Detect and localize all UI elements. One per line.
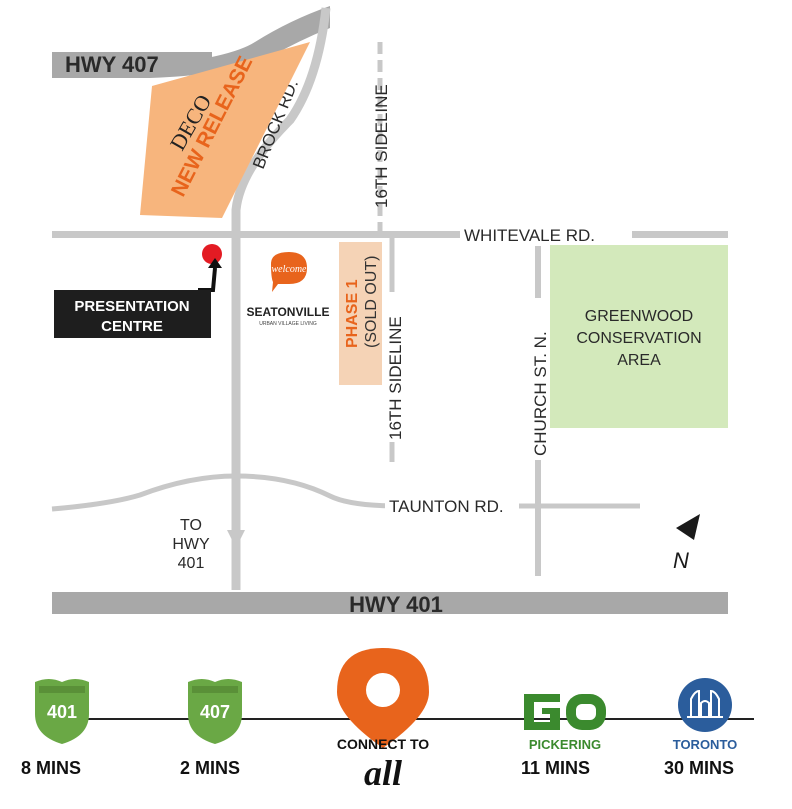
hwy-401-label: HWY 401	[349, 592, 443, 617]
connect-pin-icon	[333, 646, 433, 750]
hwy-401-shield-icon: 401	[31, 674, 93, 746]
svg-text:SEATONVILLE: SEATONVILLE	[247, 305, 330, 319]
phase-1-status: (SOLD OUT)	[363, 256, 380, 348]
hwy-401-time: 8 MINS	[21, 758, 82, 778]
hwy-401-shield-label: 401	[46, 702, 78, 722]
pickering-time: 11 MINS	[521, 758, 591, 778]
hwy-407-label: HWY 407	[65, 52, 159, 77]
hwy-407-shield-icon: 407	[184, 674, 246, 746]
to-hwy-401-line2: HWY	[172, 536, 210, 553]
phase-1-title: PHASE 1	[344, 279, 361, 348]
whitevale-rd-road	[52, 231, 728, 238]
connect-to-label: CONNECT TO	[336, 736, 430, 752]
connect-all-script: all	[363, 753, 402, 793]
greenwood-line1: GREENWOOD	[585, 308, 693, 325]
seatonville-logo: welcome SEATONVILLE URBAN VILLAGE LIVING	[247, 252, 330, 327]
north-arrow-icon	[676, 514, 700, 540]
pin-arrow-icon	[198, 267, 217, 292]
greenwood-conservation-area	[550, 245, 728, 428]
connectivity-bar: 401 8 MINS 407 2 MINS CONNECT TO all PIC…	[0, 640, 792, 809]
sideline-16-south-label: 16TH SIDELINE	[386, 316, 405, 440]
hwy-401-road	[52, 592, 728, 614]
to-hwy-401-arrow	[227, 530, 245, 548]
toronto-city-hall-icon	[677, 677, 733, 733]
brock-rd-road	[231, 7, 331, 590]
deco-parcel	[140, 42, 310, 218]
to-hwy-401-line1: TO	[180, 517, 202, 534]
church-st-label: CHURCH ST. N.	[531, 331, 550, 456]
pickering-label: PICKERING	[528, 737, 602, 752]
presentation-centre-line1: PRESENTATION	[74, 298, 189, 315]
toronto-time: 30 MINS	[664, 758, 735, 778]
go-transit-icon	[520, 690, 610, 734]
presentation-centre-pin-icon	[202, 244, 222, 264]
taunton-rd-road	[51, 473, 640, 512]
presentation-centre-box	[54, 290, 211, 338]
taunton-rd-label: TAUNTON RD.	[389, 497, 504, 516]
greenwood-line2: CONSERVATION	[576, 330, 701, 347]
to-hwy-401-line3: 401	[178, 555, 205, 572]
svg-text:welcome: welcome	[272, 264, 308, 275]
north-label: N	[673, 548, 689, 573]
area-map: HWY 407 BROCK RD. DECO NEW RELEASE 16TH …	[51, 6, 728, 617]
sideline-16-north-label: 16TH SIDELINE	[372, 84, 391, 208]
phase-1-parcel	[339, 242, 382, 385]
presentation-centre-line2: CENTRE	[101, 318, 163, 335]
whitevale-rd-label: WHITEVALE RD.	[464, 226, 595, 245]
hwy-407-time: 2 MINS	[180, 758, 241, 778]
greenwood-line3: AREA	[617, 352, 661, 369]
toronto-label: TORONTO	[672, 737, 738, 752]
hwy-407-shield-label: 407	[199, 702, 231, 722]
svg-text:URBAN VILLAGE LIVING: URBAN VILLAGE LIVING	[259, 321, 317, 327]
